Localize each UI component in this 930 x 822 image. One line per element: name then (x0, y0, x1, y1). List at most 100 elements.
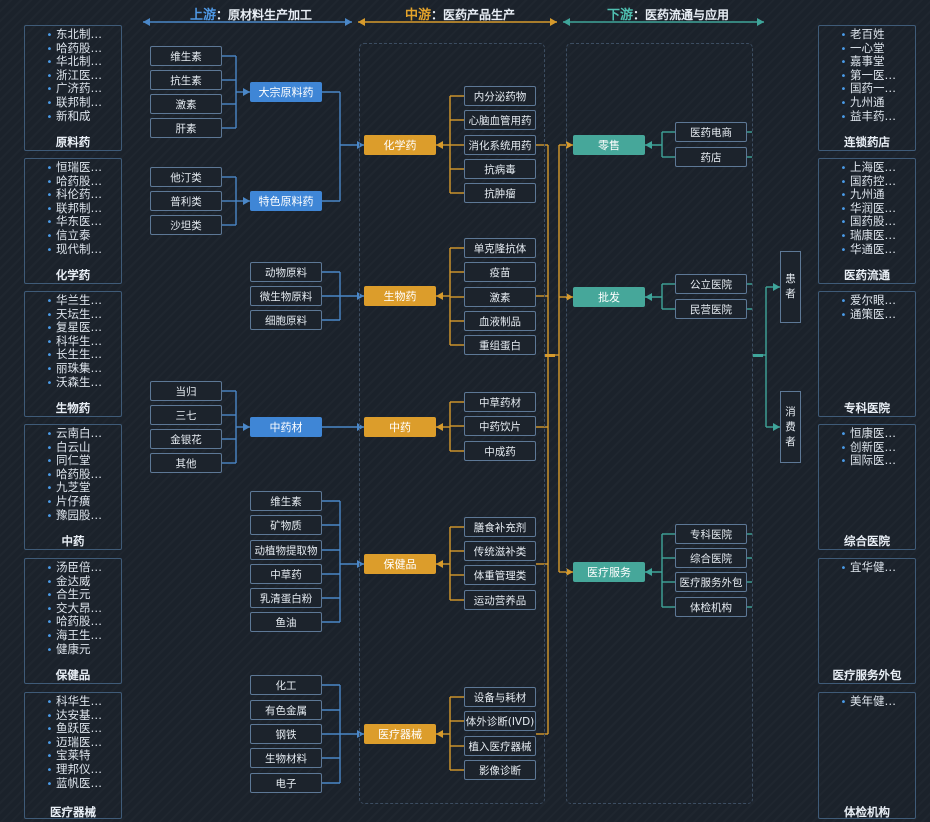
company-item: 哈药股… (43, 42, 121, 56)
sub-traditional-tonic: 传统滋补类 (464, 541, 536, 561)
product-medical-device: 医疗器械 (364, 724, 436, 744)
company-item: 一心堂 (837, 42, 915, 56)
raw-input-vitamin: 维生素 (150, 46, 222, 66)
panel-title: 医药流通 (844, 268, 890, 282)
product-chemical-drug: 化学药 (364, 135, 436, 155)
sub-imaging: 影像诊断 (464, 760, 536, 780)
panel-title: 生物药 (55, 401, 91, 415)
raw-input-biomaterial: 生物材料 (250, 748, 322, 768)
bus-node (545, 354, 555, 357)
sub-specialty-hospital: 专科医院 (675, 524, 747, 544)
raw-input-plant-extract: 动植物提取物 (250, 540, 322, 560)
company-item: 哈药股… (43, 615, 121, 629)
company-item: 国药股… (837, 215, 915, 229)
company-item: 国药一… (837, 82, 915, 96)
sub-sports-nutrition: 运动营养品 (464, 590, 536, 610)
sub-digestive: 消化系统用药 (464, 135, 536, 155)
left-panel-bio: 华兰生… 天坛生… 复星医… 科华生… 长生生… 丽珠集… 沃森生… 生物药 (24, 291, 122, 417)
company-item: 联邦制… (43, 202, 121, 216)
raw-input-heparin: 肝素 (150, 118, 222, 138)
company-item: 金达威 (43, 575, 121, 589)
company-item: 长生生… (43, 348, 121, 362)
left-panel-health: 汤臣倍… 金达威 合生元 交大昂… 哈药股… 海王生… 健康元 保健品 (24, 558, 122, 684)
panel-title: 化学药 (55, 268, 91, 282)
company-item: 健康元 (43, 643, 121, 657)
hub-bulk-api: 大宗原料药 (250, 82, 322, 102)
sub-endocrine: 内分泌药物 (464, 86, 536, 106)
sub-mab: 单克隆抗体 (464, 238, 536, 258)
raw-input-angelica: 当归 (150, 381, 222, 401)
right-panel-medical-outsourcing: 宜华健… 医疗服务外包 (818, 558, 916, 684)
arrow-head (345, 18, 352, 26)
arrow-head (757, 18, 764, 26)
company-item: 蓝帆医… (43, 777, 121, 791)
panel-title: 医疗服务外包 (832, 668, 902, 682)
company-item: 爱尔眼… (837, 294, 915, 308)
channel-wholesale: 批发 (573, 287, 645, 307)
company-item: 沃森生… (43, 376, 121, 390)
company-item: 九州通 (837, 96, 915, 110)
product-health-supplement: 保健品 (364, 554, 436, 574)
company-item: 鱼跃医… (43, 722, 121, 736)
raw-input-cell: 细胞原料 (250, 310, 322, 330)
company-item: 华润医… (837, 202, 915, 216)
downstream-header: 下游：医药流通与应用 (607, 4, 729, 23)
panel-title: 专科医院 (844, 401, 890, 415)
raw-input-electronics: 电子 (250, 773, 322, 793)
raw-input-whey: 乳清蛋白粉 (250, 588, 322, 608)
company-item: 益丰药… (837, 110, 915, 124)
arrow-head (550, 18, 557, 26)
company-item: 豫园股… (43, 509, 121, 523)
company-item: 云南白… (43, 427, 121, 441)
end-user-char: 患 (785, 273, 796, 285)
company-item: 科华生… (43, 695, 121, 709)
sub-public-hospital: 公立医院 (675, 274, 747, 294)
company-item: 宜华健… (837, 561, 915, 575)
company-item: 白云山 (43, 441, 121, 455)
company-item: 浙江医… (43, 69, 121, 83)
downstream-header-text: ：医药流通与应用 (633, 8, 730, 22)
panel-title: 综合医院 (844, 534, 890, 548)
company-item: 天坛生… (43, 308, 121, 322)
right-panel-general-hospital: 恒康医… 创新医… 国际医… 综合医院 (818, 424, 916, 550)
end-user-char: 者 (785, 288, 796, 300)
arrow-head (563, 18, 570, 26)
sub-patent-medicine: 中成药 (464, 441, 536, 461)
right-panel-distribution: 上海医… 国药控… 九州通 华润医… 国药股… 瑞康医… 华通医… 医药流通 (818, 158, 916, 284)
midstream-header-text: ：医药产品生产 (431, 8, 516, 22)
sub-dietary-supplement: 膳食补充剂 (464, 517, 536, 537)
company-item: 华兰生… (43, 294, 121, 308)
company-item: 片仔癀 (43, 495, 121, 509)
sub-hormone: 激素 (464, 287, 536, 307)
company-item: 汤臣倍… (43, 561, 121, 575)
company-item: 第一医… (837, 69, 915, 83)
company-item: 嘉事堂 (837, 55, 915, 69)
panel-title: 医疗器械 (50, 805, 96, 819)
sub-service-outsourcing: 医疗服务外包 (675, 572, 747, 592)
sub-vaccine: 疫苗 (464, 262, 536, 282)
raw-input-animal: 动物原料 (250, 262, 322, 282)
midstream-header-key: 中游 (405, 8, 432, 23)
sub-recombinant: 重组蛋白 (464, 335, 536, 355)
right-panel-specialty-hospital: 爱尔眼… 通策医… 专科医院 (818, 291, 916, 417)
left-panel-tcm: 云南白… 白云山 同仁堂 哈药股… 九芝堂 片仔癀 豫园股… 中药 (24, 424, 122, 550)
upstream-header: 上游：原材料生产加工 (190, 4, 312, 23)
sub-cardio: 心脑血管用药 (464, 110, 536, 130)
sub-checkup: 体检机构 (675, 597, 747, 617)
company-item: 美年健… (837, 695, 915, 709)
arrow-head (243, 423, 250, 431)
sub-equipment: 设备与耗材 (464, 687, 536, 707)
raw-input-antibiotic: 抗生素 (150, 70, 222, 90)
raw-input-microbial: 微生物原料 (250, 286, 322, 306)
end-user-patient: 患 者 (780, 251, 801, 323)
right-panel-chain-pharmacy: 老百姓 一心堂 嘉事堂 第一医… 国药一… 九州通 益丰药… 连锁药店 (818, 25, 916, 151)
product-tcm: 中药 (364, 417, 436, 437)
channel-retail: 零售 (573, 135, 645, 155)
sub-antitumor: 抗肿瘤 (464, 183, 536, 203)
company-item: 上海医… (837, 161, 915, 175)
company-item: 达安基… (43, 709, 121, 723)
company-item: 九芝堂 (43, 481, 121, 495)
panel-title: 保健品 (55, 668, 91, 682)
raw-input-hormone: 激素 (150, 94, 222, 114)
bus-node (753, 354, 763, 357)
